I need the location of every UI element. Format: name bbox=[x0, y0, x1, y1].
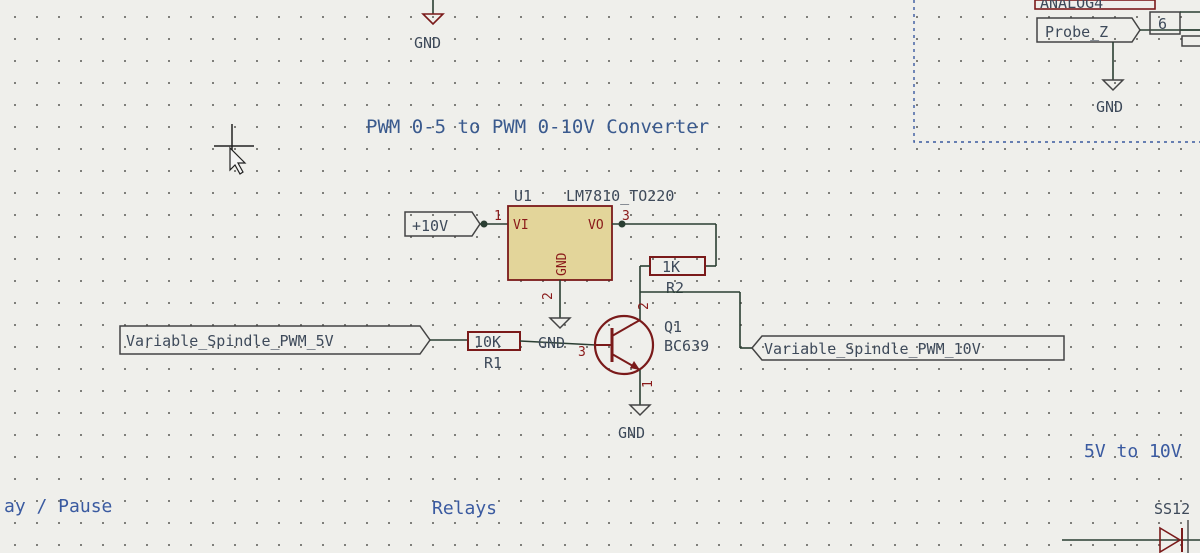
svg-text:+10V: +10V bbox=[412, 217, 448, 235]
probe-connector-area[interactable]: ANALOG4 Probe_Z 6 GND bbox=[1034, 0, 1200, 116]
u1-pin-vo: VO bbox=[588, 218, 604, 233]
junction-dot bbox=[480, 220, 488, 228]
sheet-label-play-pause: ay / Pause bbox=[4, 496, 112, 517]
q1-reference: Q1 bbox=[664, 318, 682, 336]
q1-pin2-number: 2 bbox=[637, 302, 652, 310]
output-label-pwm-10v[interactable]: Variable_Spindle_PWM_10V bbox=[751, 335, 1065, 361]
u1-pin-gnd: GND bbox=[555, 252, 570, 276]
sheet-label-relays: Relays bbox=[432, 498, 497, 519]
r1-resistor[interactable]: 10K bbox=[467, 331, 521, 351]
r2-resistor[interactable]: 1K bbox=[649, 256, 706, 276]
input-label-pwm-5v[interactable]: Variable_Spindle_PWM_5V bbox=[119, 325, 431, 355]
q1-value: BC639 bbox=[664, 337, 709, 355]
u1-value: LM7810_TO220 bbox=[566, 187, 674, 205]
u1-regulator[interactable]: VI VO GND bbox=[507, 205, 613, 281]
gnd-symbol-u1 bbox=[548, 317, 572, 330]
r1-reference: R1 bbox=[484, 354, 502, 372]
q1-pin3-number: 3 bbox=[578, 345, 586, 360]
gnd-label-base: GND bbox=[538, 334, 565, 352]
analog4-label: ANALOG4 bbox=[1040, 0, 1103, 12]
u1-pin2-number: 2 bbox=[541, 292, 556, 300]
q1-transistor[interactable] bbox=[593, 314, 655, 376]
r1-value: 10K bbox=[474, 333, 501, 351]
sheet-border-dashed bbox=[913, 0, 1200, 143]
power-label-10v[interactable]: +10V bbox=[404, 211, 481, 237]
probe-z-label: Probe_Z bbox=[1045, 23, 1108, 41]
svg-text:Variable_Spindle_PWM_5V: Variable_Spindle_PWM_5V bbox=[126, 332, 334, 350]
ss12-diode[interactable] bbox=[1062, 520, 1200, 553]
junction-dot bbox=[618, 220, 626, 228]
u1-reference: U1 bbox=[514, 187, 532, 205]
gnd-label-top: GND bbox=[414, 34, 441, 52]
gnd-label-emitter: GND bbox=[618, 424, 645, 442]
u1-pin-vi: VI bbox=[513, 218, 529, 233]
sheet-label-5v-to-10v: 5V to 10V bbox=[1084, 441, 1182, 462]
u1-pin3-number: 3 bbox=[622, 209, 630, 224]
gnd-symbol-emitter bbox=[628, 404, 652, 417]
schematic-title: PWM 0-5 to PWM 0-10V Converter bbox=[366, 116, 709, 138]
mouse-pointer-icon bbox=[229, 146, 247, 175]
r2-value: 1K bbox=[662, 258, 680, 276]
r2-reference: R2 bbox=[666, 279, 684, 297]
gnd-label-probe: GND bbox=[1096, 98, 1123, 116]
svg-text:Variable_Spindle_PWM_10V: Variable_Spindle_PWM_10V bbox=[764, 340, 981, 358]
u1-pin1-number: 1 bbox=[494, 209, 502, 224]
gnd-symbol-top[interactable]: GND bbox=[414, 0, 445, 52]
q1-pin1-number: 1 bbox=[641, 380, 656, 388]
ss12-reference: SS12 bbox=[1154, 500, 1190, 518]
probe-pin-number: 6 bbox=[1158, 15, 1167, 33]
